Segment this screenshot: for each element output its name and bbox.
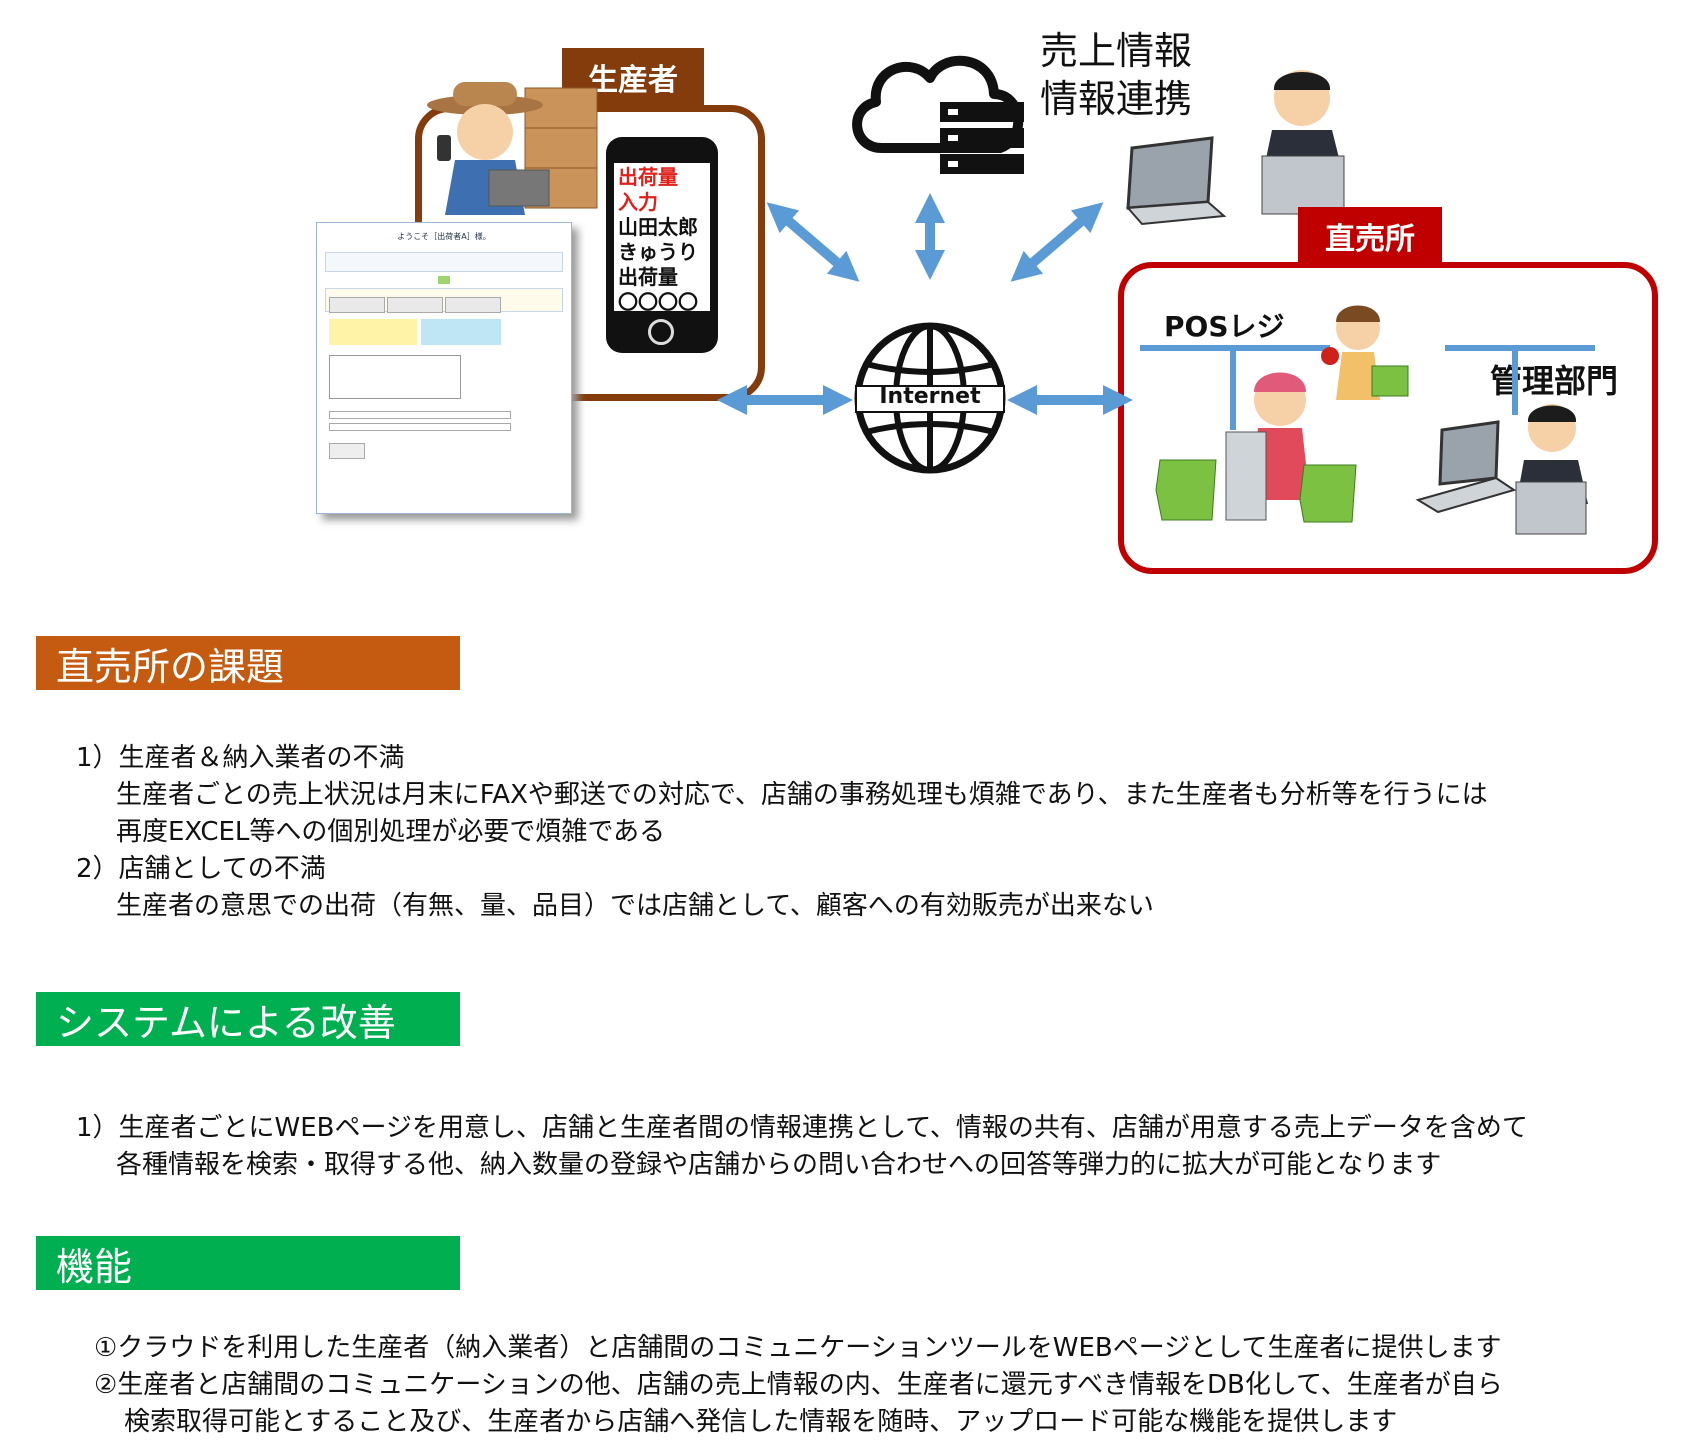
store-frame — [1118, 262, 1658, 574]
store-label: 直売所 — [1298, 207, 1442, 265]
phone-text-shipment: 出荷量 — [618, 165, 678, 189]
section-heading-features: 機能 — [36, 1236, 460, 1290]
store-clerk-illustration — [1155, 305, 1409, 523]
phone-screen: 出荷量 入力 山田太郎 きゅうり 出荷量 〇〇〇〇 — [614, 163, 710, 314]
section-heading-issues: 直売所の課題 — [36, 636, 460, 690]
improvement-line-1: 1）生産者ごとにWEBページを用意し、店舗と生産者間の情報連携として、情報の共有… — [76, 1113, 1528, 1143]
issues-line-1: 1）生産者＆納入業者の不満 — [76, 743, 405, 773]
phone-text-input: 入力 — [618, 190, 658, 214]
management-beam — [1445, 345, 1595, 351]
office-worker-illustration — [1125, 70, 1345, 226]
pos-label: POSレジ — [1164, 310, 1285, 343]
globe-icon — [854, 322, 1006, 474]
section-heading-improvement: システムによる改善 — [36, 992, 460, 1046]
issues-line-2: 生産者ごとの売上状況は月末にFAXや郵送での対応で、店舗の事務処理も煩雑であり、… — [116, 780, 1488, 810]
management-post — [1512, 345, 1518, 415]
features-line-1: ①クラウドを利用した生産者（納入業者）と店舗間のコミュニケーションツールをWEB… — [94, 1333, 1502, 1363]
smartphone: 出荷量 入力 山田太郎 きゅうり 出荷量 〇〇〇〇 — [606, 137, 718, 353]
connection-arrows — [717, 193, 1133, 415]
cloud-text-sales-info: 売上情報 — [1040, 29, 1193, 73]
pos-post — [1230, 345, 1236, 430]
internet-label: Internet — [879, 384, 981, 409]
arrow-worker-internet — [1010, 202, 1104, 282]
management-label: 管理部門 — [1490, 362, 1619, 400]
improvement-line-2: 各種情報を検索・取得する他、納入数量の登録や店舗からの問い合わせへの回答等弾力的… — [116, 1150, 1442, 1180]
phone-text-name: 山田太郎 — [618, 215, 698, 239]
cloud-server-icon — [852, 55, 1024, 174]
features-line-3: 検索取得可能とすること及び、生産者から店舗へ発信した情報を随時、アップロード可能… — [124, 1407, 1398, 1437]
issues-line-4: 2）店舗としての不満 — [76, 854, 326, 884]
phone-text-quantity: 出荷量 — [618, 265, 678, 289]
features-line-2: ②生産者と店舗間のコミュニケーションの他、店舗の売上情報の内、生産者に還元すべき… — [94, 1370, 1503, 1400]
cloud-text-info-link: 情報連携 — [1040, 77, 1193, 121]
arrow-producer-internet-diag — [766, 202, 860, 282]
producer-web-page: ようこそ［出荷者A］様。 — [316, 222, 572, 514]
manager-illustration — [1415, 404, 1588, 535]
phone-home-button — [648, 319, 674, 345]
issues-line-5: 生産者の意思での出荷（有無、量、品目）では店舗として、顧客への有効販売が出来ない — [116, 891, 1154, 921]
phone-text-value: 〇〇〇〇 — [618, 290, 698, 314]
web-page-title: ようこそ［出荷者A］様。 — [397, 232, 491, 241]
issues-line-3: 再度EXCEL等への個別処理が必要で煩雑である — [116, 817, 666, 847]
farmer-illustration — [427, 82, 598, 215]
phone-text-item: きゅうり — [618, 240, 698, 264]
